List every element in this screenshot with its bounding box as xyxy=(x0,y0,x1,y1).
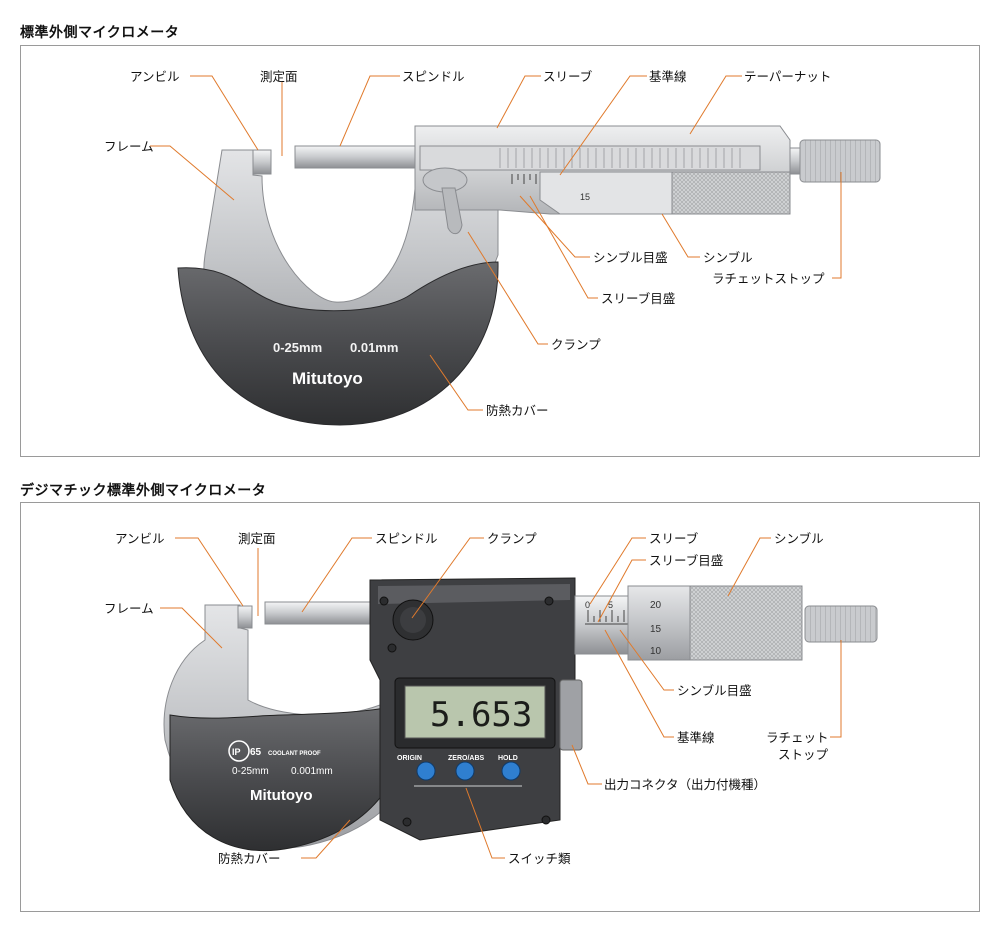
zero-abs-button-label: ZERO/ABS xyxy=(448,755,485,762)
cover-range-2: 0-25mm xyxy=(232,766,269,777)
thimble-number-10: 10 xyxy=(650,646,662,657)
inner-screw-1 xyxy=(419,145,761,171)
label-clamp-2: クランプ xyxy=(487,531,537,546)
origin-button[interactable] xyxy=(416,761,436,781)
ip-prefix-2: IP xyxy=(232,747,241,757)
brand-logo-2: Mitutoyo xyxy=(250,787,312,804)
hold-button[interactable] xyxy=(501,761,521,781)
thimble-number-1: 15 xyxy=(580,192,590,202)
ratchet-2 xyxy=(804,605,878,643)
thimble-knurl-2 xyxy=(689,585,803,661)
heat-insulator-1 xyxy=(177,261,499,426)
coolant-text-2: COOLANT PROOF xyxy=(268,751,321,757)
anvil-1 xyxy=(252,149,272,175)
hold-button-label: HOLD xyxy=(498,755,518,762)
lcd-screen-2 xyxy=(404,685,546,739)
sleeve-scale-ticks-2 xyxy=(585,610,630,625)
section1-panel xyxy=(20,45,980,457)
screw-icon xyxy=(379,596,389,606)
label-thimble-1: シンブル xyxy=(703,250,753,265)
cover-range-1: 0-25mm xyxy=(273,340,322,355)
label-thimble-scale-2: シンブル目盛 xyxy=(677,683,752,698)
ip-number-2: 65 xyxy=(250,747,262,758)
thimble-1 xyxy=(539,171,673,215)
label-frame-1: フレーム xyxy=(104,139,154,154)
label-spindle-1: スピンドル xyxy=(402,69,465,84)
label-sleeve-scale-1: スリーブ目盛 xyxy=(601,291,676,306)
ratchet-1 xyxy=(799,139,881,183)
thimble-knurl-1 xyxy=(671,171,791,215)
label-taper-nut-1: テーパーナット xyxy=(744,69,832,84)
section1-title: 標準外側マイクロメータ xyxy=(20,25,180,41)
origin-button-label: ORIGIN xyxy=(397,755,422,762)
label-thimble-scale-1: シンブル目盛 xyxy=(593,250,668,265)
zero-abs-button[interactable] xyxy=(455,761,475,781)
label-output-connector-2: 出力コネクタ（出力付機種） xyxy=(604,777,767,792)
screw-icon xyxy=(544,596,554,606)
label-heat-insulator-2: 防熱カバー xyxy=(218,851,281,866)
label-reference-line-2: 基準線 xyxy=(677,730,715,745)
label-ratchet-stop-2a: ラチェット xyxy=(766,730,829,745)
screw-icon xyxy=(402,817,412,827)
leader-lines-1 xyxy=(150,75,842,411)
label-sleeve-1: スリーブ xyxy=(543,69,593,84)
section2-title: デジマチック標準外側マイクロメータ xyxy=(20,483,267,499)
label-anvil-2: アンビル xyxy=(115,531,165,546)
label-measuring-face-1: 測定面 xyxy=(260,69,298,84)
screw-icon xyxy=(541,815,551,825)
cover-resolution-2: 0.001mm xyxy=(291,766,333,777)
anvil-2 xyxy=(237,605,253,629)
thimble-number-15: 15 xyxy=(650,624,662,635)
screw-icon xyxy=(387,643,397,653)
clamp-lever-1 xyxy=(441,187,463,235)
thread-lines-1 xyxy=(499,148,741,168)
output-connector-2 xyxy=(559,679,583,751)
cover-resolution-1: 0.01mm xyxy=(350,340,398,355)
sleeve-number-5: 5 xyxy=(608,600,613,610)
sleeve-2 xyxy=(574,595,631,655)
label-thimble-2: シンブル xyxy=(774,531,824,546)
label-heat-insulator-1: 防熱カバー xyxy=(486,403,549,418)
label-spindle-2: スピンドル xyxy=(375,531,438,546)
sleeve-scale-ticks-1 xyxy=(511,174,537,184)
label-sleeve-scale-2: スリーブ目盛 xyxy=(649,553,724,568)
sleeve-number-0: 0 xyxy=(585,600,590,610)
label-measuring-face-2: 測定面 xyxy=(238,531,276,546)
label-switches-2: スイッチ類 xyxy=(508,851,571,866)
label-reference-line-1: 基準線 xyxy=(649,69,687,84)
leader-lines-2 xyxy=(160,537,842,859)
heat-insulator-2 xyxy=(169,707,393,852)
spindle-2 xyxy=(264,601,371,625)
label-frame-2: フレーム xyxy=(104,601,154,616)
thimble-number-20: 20 xyxy=(650,600,662,611)
ip-badge-icon xyxy=(228,740,250,762)
label-clamp-1: クランプ xyxy=(551,337,601,352)
brand-logo-1: Mitutoyo xyxy=(292,369,363,388)
label-ratchet-stop-2b: ストップ xyxy=(778,747,829,762)
label-ratchet-stop-1: ラチェットストップ xyxy=(712,271,825,286)
label-anvil-1: アンビル xyxy=(130,69,180,84)
lcd-value-2: 5.653 xyxy=(430,695,532,735)
label-sleeve-2: スリーブ xyxy=(649,531,699,546)
